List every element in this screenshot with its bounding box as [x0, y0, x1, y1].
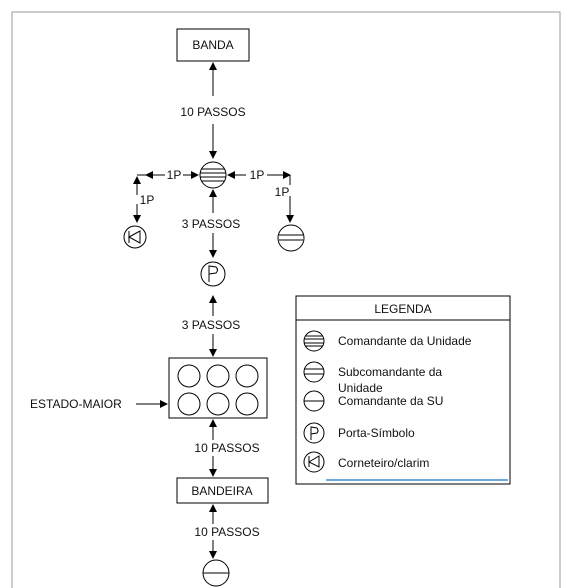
legend-label-comandante-unidade: Comandante da Unidade — [338, 334, 472, 348]
legend-label-subcomandante: Subcomandante da Unidade — [338, 365, 445, 395]
legend-icon-porta-simbolo — [303, 422, 325, 444]
legend-icon-subcomandante — [303, 361, 325, 383]
legend-icon-corneteiro — [303, 451, 325, 473]
porta-simbolo-icon — [200, 261, 226, 287]
legend-icon-comandante-unidade — [303, 330, 325, 352]
corneteiro-icon — [123, 225, 147, 249]
dist-porta-simbolo-label: 3 PASSOS — [182, 217, 240, 231]
estado-maior-label: ESTADO-MAIOR — [30, 397, 122, 411]
bandeira-box: BANDEIRA — [176, 477, 269, 504]
dist-banda-label: 10 PASSOS — [180, 105, 245, 119]
legend-label-corneteiro: Corneteiro/clarim — [338, 456, 429, 470]
banda-label: BANDA — [192, 38, 233, 52]
lateral-right-h-label: 1P — [250, 168, 265, 182]
comandante-unidade-icon — [199, 161, 227, 189]
dist-estado-maior-label: 3 PASSOS — [182, 318, 240, 332]
legend-label-porta-simbolo: Porta-Símbolo — [338, 426, 415, 440]
legend-label-comandante-su: Comandante da SU — [338, 394, 443, 408]
subcomandante-icon — [277, 224, 305, 252]
lateral-right-v-label: 1P — [275, 185, 290, 199]
lateral-left-v-label: 1P — [140, 193, 155, 207]
comandante-su-icon — [202, 559, 230, 587]
legend-title: LEGENDA — [374, 302, 431, 316]
legend: LEGENDA Comandante da Unidade Subcomanda… — [295, 295, 511, 485]
bandeira-label: BANDEIRA — [191, 484, 252, 498]
diagram-frame — [11, 11, 561, 588]
dist-su-label: 10 PASSOS — [194, 525, 259, 539]
legend-icon-comandante-su — [303, 390, 325, 412]
estado-maior-box — [168, 357, 268, 419]
lateral-left-h-label: 1P — [167, 168, 182, 182]
dist-bandeira-label: 10 PASSOS — [194, 441, 259, 455]
banda-box: BANDA — [176, 28, 250, 62]
